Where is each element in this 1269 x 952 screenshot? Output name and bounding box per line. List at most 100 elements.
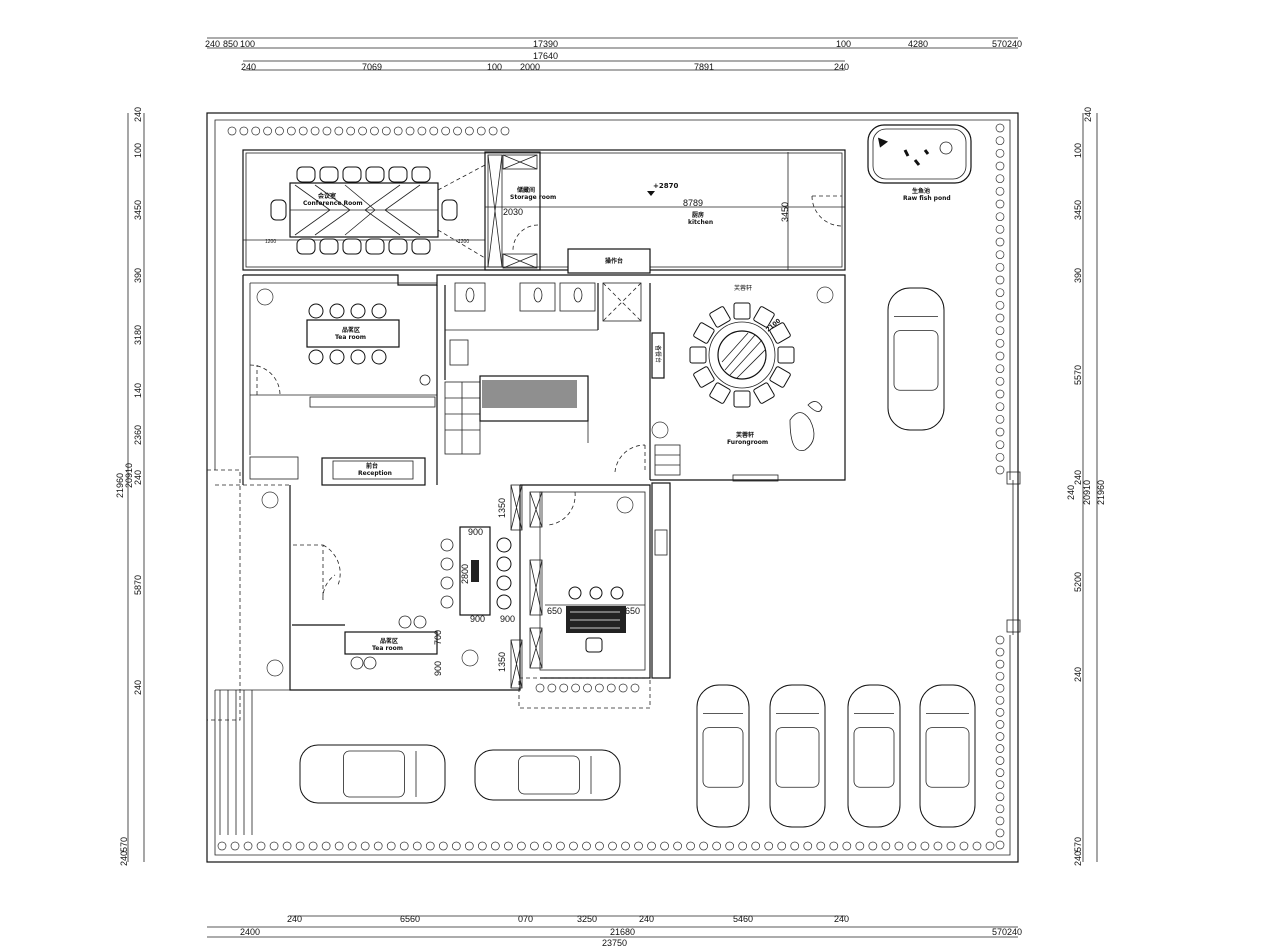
dim: 700 (433, 630, 443, 645)
plant-icon (393, 126, 403, 136)
plant-icon (995, 756, 1005, 765)
dim: 900 (468, 527, 483, 537)
plant-icon (829, 841, 839, 851)
dim: 570 (119, 837, 129, 852)
dim: 140 (133, 383, 143, 398)
chair (371, 303, 387, 319)
chair (496, 575, 512, 591)
plant-icon (995, 364, 1005, 374)
plant-icon (803, 841, 813, 851)
chair (388, 238, 408, 255)
plant-icon (751, 841, 761, 851)
plant-icon (298, 126, 308, 136)
plant-icon (995, 275, 1005, 285)
dim: 100 (836, 39, 851, 49)
plant-icon (995, 768, 1005, 777)
storage-label-cn: 储藏间 (516, 186, 535, 194)
plant-icon (995, 635, 1005, 645)
plant-icon (995, 262, 1005, 272)
chair (329, 303, 345, 319)
chair (411, 238, 431, 255)
dim: 100 (240, 39, 255, 49)
chair (350, 303, 366, 319)
dim: 570 (1073, 837, 1083, 852)
reception-area: 前台 Reception 品茗区 Tea room 1350 900 2800 … (207, 456, 523, 835)
car-icon (696, 684, 750, 828)
plant-icon (381, 126, 391, 136)
plant-icon (959, 841, 969, 851)
dim: 2800 (460, 564, 470, 584)
chair (308, 349, 324, 365)
site-boundary (206, 112, 1021, 863)
car-roof (343, 750, 405, 798)
chair (693, 322, 715, 344)
dim: 23750 (602, 938, 627, 948)
plant-icon (321, 841, 331, 851)
plant-icon (464, 841, 474, 851)
plant-icon (438, 841, 448, 851)
plant-icon (995, 792, 1005, 802)
dim: 1350 (497, 498, 507, 518)
plant-icon (465, 126, 474, 136)
plant-icon (543, 841, 552, 851)
dim: 5870 (133, 575, 143, 595)
chair (319, 238, 339, 255)
dim: 4280 (908, 39, 928, 49)
conference-label-en: Conference Room (303, 200, 363, 207)
dim: 7069 (362, 62, 382, 72)
restrooms (444, 282, 642, 455)
dim: 900 (500, 614, 515, 624)
plant-icon (621, 841, 630, 851)
left-dimensions: 240 100 3450 390 3180 140 2360 240 5870 … (115, 107, 145, 866)
plant-icon (370, 126, 379, 136)
plant-icon (995, 389, 1005, 399)
car-roof (853, 727, 895, 788)
plant-icon (995, 708, 1005, 717)
plant-icon (972, 841, 982, 851)
plant-icon (995, 351, 1005, 361)
parking (299, 287, 976, 828)
plant-icon (491, 841, 500, 851)
dim: 1350 (497, 652, 507, 672)
chair (342, 166, 362, 183)
plant-icon (985, 841, 995, 851)
plant-icon (816, 286, 834, 304)
plant-icon (995, 326, 1005, 336)
serving-table-label: 备餐台 (654, 345, 662, 363)
plant-icon (995, 123, 1005, 133)
plant-icon (995, 136, 1005, 146)
conference-room: 会议室 Conference Room 1200 1200 (242, 149, 846, 271)
dim: 240 (133, 680, 143, 695)
plant-icon (995, 250, 1005, 260)
right-dimensions: 240 100 3450 390 5570 240 240 5200 240 2… (1066, 107, 1106, 866)
plant-icon (995, 212, 1005, 222)
dim: 390 (1073, 268, 1083, 283)
plant-icon (504, 841, 513, 851)
dim: 21680 (610, 927, 635, 937)
dim: 240 (119, 851, 129, 866)
chair (365, 166, 385, 183)
furong-label-cn: 芙蓉轩 (735, 431, 754, 439)
plant-icon (386, 841, 396, 851)
chair (296, 238, 316, 255)
plant-icon (243, 841, 253, 851)
car-icon (299, 744, 446, 804)
plant-icon (995, 338, 1005, 348)
tea-room-label-cn: 品茗区 (342, 326, 360, 334)
car-icon (847, 684, 901, 828)
plant-icon (239, 126, 249, 136)
chair (270, 199, 287, 221)
chair (733, 390, 751, 408)
plant-icon (261, 491, 279, 509)
plant-icon (995, 427, 1005, 437)
chair (441, 199, 458, 221)
building-walls (242, 274, 846, 485)
plant-icon (334, 841, 344, 851)
plant-icon (995, 414, 1005, 424)
plant-icon (451, 841, 461, 851)
plant-icon (595, 841, 604, 851)
plant-icon (595, 683, 604, 693)
plant-icon (346, 126, 356, 136)
plant-icon (461, 649, 479, 667)
